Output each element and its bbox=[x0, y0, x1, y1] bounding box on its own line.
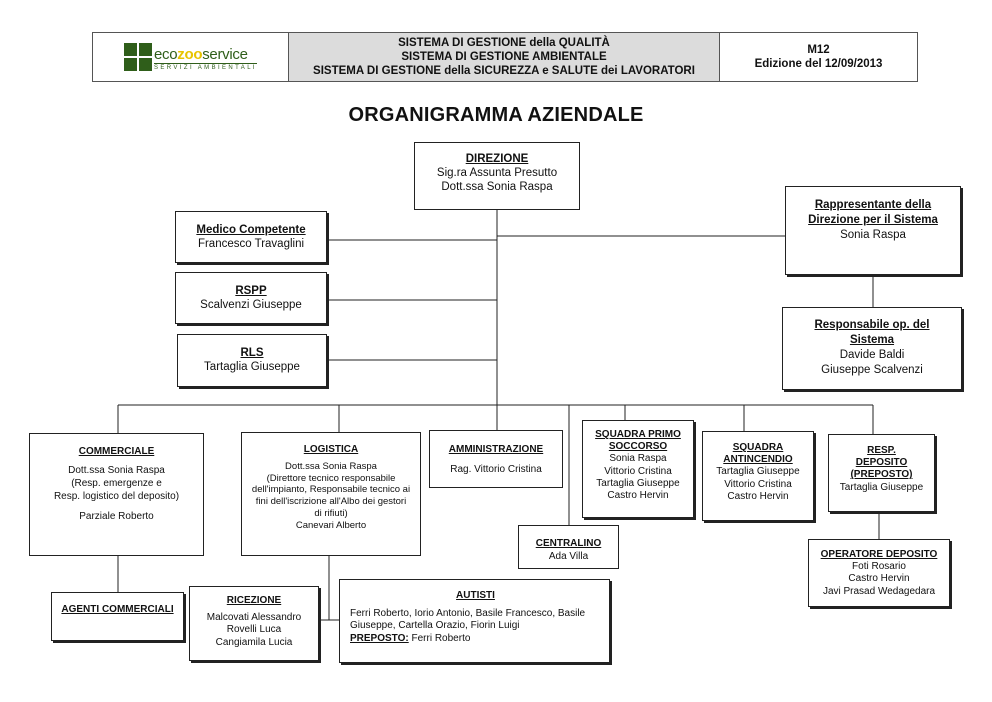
management-systems-title: SISTEMA DI GESTIONE della QUALITÀ SISTEM… bbox=[289, 33, 720, 81]
page-title: ORGANIGRAMMA AZIENDALE bbox=[348, 104, 644, 126]
node-rspp: RSPP Scalvenzi Giuseppe bbox=[175, 272, 327, 324]
logo-squares-icon bbox=[124, 43, 152, 71]
node-squadra-primo-soccorso: SQUADRA PRIMO SOCCORSO Sonia Raspa Vitto… bbox=[582, 420, 694, 518]
node-operatore-deposito: OPERATORE DEPOSITO Foti Rosario Castro H… bbox=[808, 539, 950, 607]
node-agenti-commerciali: AGENTI COMMERCIALI bbox=[51, 592, 184, 641]
document-header: ecozooservice SERVIZI AMBIENTALI SISTEMA… bbox=[92, 32, 918, 82]
node-squadra-antincendio: SQUADRA ANTINCENDIO Tartaglia Giuseppe V… bbox=[702, 431, 814, 521]
node-rappresentante-direzione: Rappresentante della Direzione per il Si… bbox=[785, 186, 961, 275]
node-responsabile-operativo: Responsabile op. del Sistema Davide Bald… bbox=[782, 307, 962, 390]
node-amministrazione: AMMINISTRAZIONE Rag. Vittorio Cristina bbox=[429, 430, 563, 488]
doc-code: M12 bbox=[807, 44, 830, 56]
company-logo: ecozooservice SERVIZI AMBIENTALI bbox=[93, 33, 289, 81]
node-centralino: CENTRALINO Ada Villa bbox=[518, 525, 619, 569]
node-resp-deposito: RESP. DEPOSITO (PREPOSTO) Tartaglia Gius… bbox=[828, 434, 935, 512]
node-ricezione: RICEZIONE Malcovati Alessandro Rovelli L… bbox=[189, 586, 319, 661]
node-commerciale: COMMERCIALE Dott.ssa Sonia Raspa (Resp. … bbox=[29, 433, 204, 556]
node-direzione: DIREZIONE Sig.ra Assunta Presutto Dott.s… bbox=[414, 142, 580, 210]
preposto-name: Ferri Roberto bbox=[408, 632, 471, 644]
document-revision: M12 Edizione del 12/09/2013 bbox=[720, 33, 917, 81]
node-rls: RLS Tartaglia Giuseppe bbox=[177, 334, 327, 387]
node-logistica: LOGISTICA Dott.ssa Sonia Raspa (Direttor… bbox=[241, 432, 421, 556]
node-autisti: AUTISTI Ferri Roberto, Iorio Antonio, Ba… bbox=[339, 579, 610, 663]
node-medico-competente: Medico Competente Francesco Travaglini bbox=[175, 211, 327, 263]
edition-date: Edizione del 12/09/2013 bbox=[754, 58, 883, 70]
preposto-label: PREPOSTO: bbox=[350, 632, 409, 644]
